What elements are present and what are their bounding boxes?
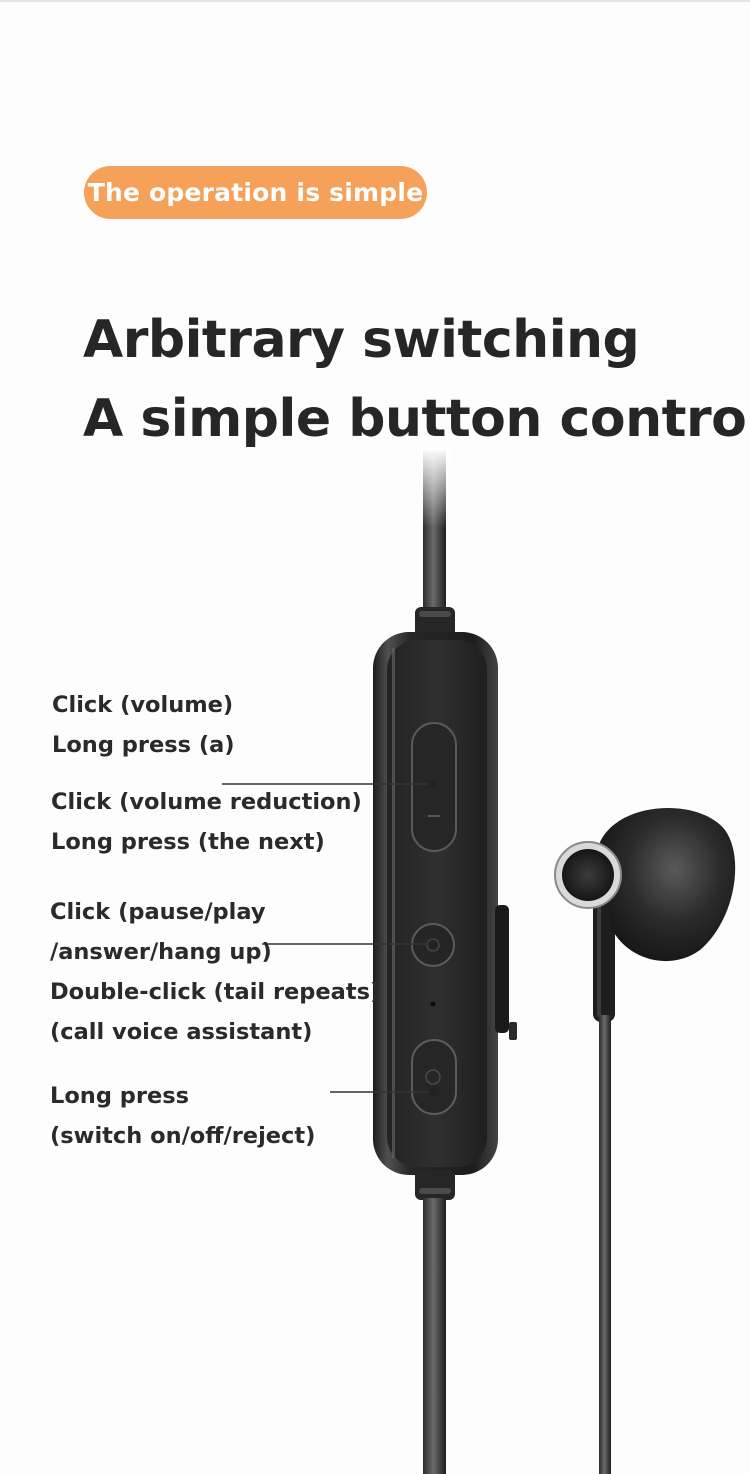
label-voice-assistant: (call voice assistant)	[50, 1019, 313, 1045]
label-click-volume-reduction: Click (volume reduction)	[51, 789, 362, 815]
headline-line-1: Arbitrary switching	[83, 310, 640, 370]
label-long-press-next: Long press (the next)	[51, 829, 325, 855]
label-long-press-a: Long press (a)	[52, 732, 235, 758]
top-divider	[0, 0, 750, 2]
label-click-pause-play: Click (pause/play	[50, 899, 266, 925]
earbud-icon	[554, 808, 736, 1474]
label-switch-on-off: (switch on/off/reject)	[50, 1123, 316, 1149]
label-long-press: Long press	[50, 1083, 189, 1109]
section-badge: The operation is simple	[84, 166, 427, 219]
label-answer-hang-up: /answer/hang up)	[50, 939, 272, 965]
label-click-volume: Click (volume)	[52, 692, 234, 718]
headline-line-2: A simple button control	[83, 389, 750, 449]
label-double-click: Double-click (tail repeats)	[50, 979, 381, 1005]
